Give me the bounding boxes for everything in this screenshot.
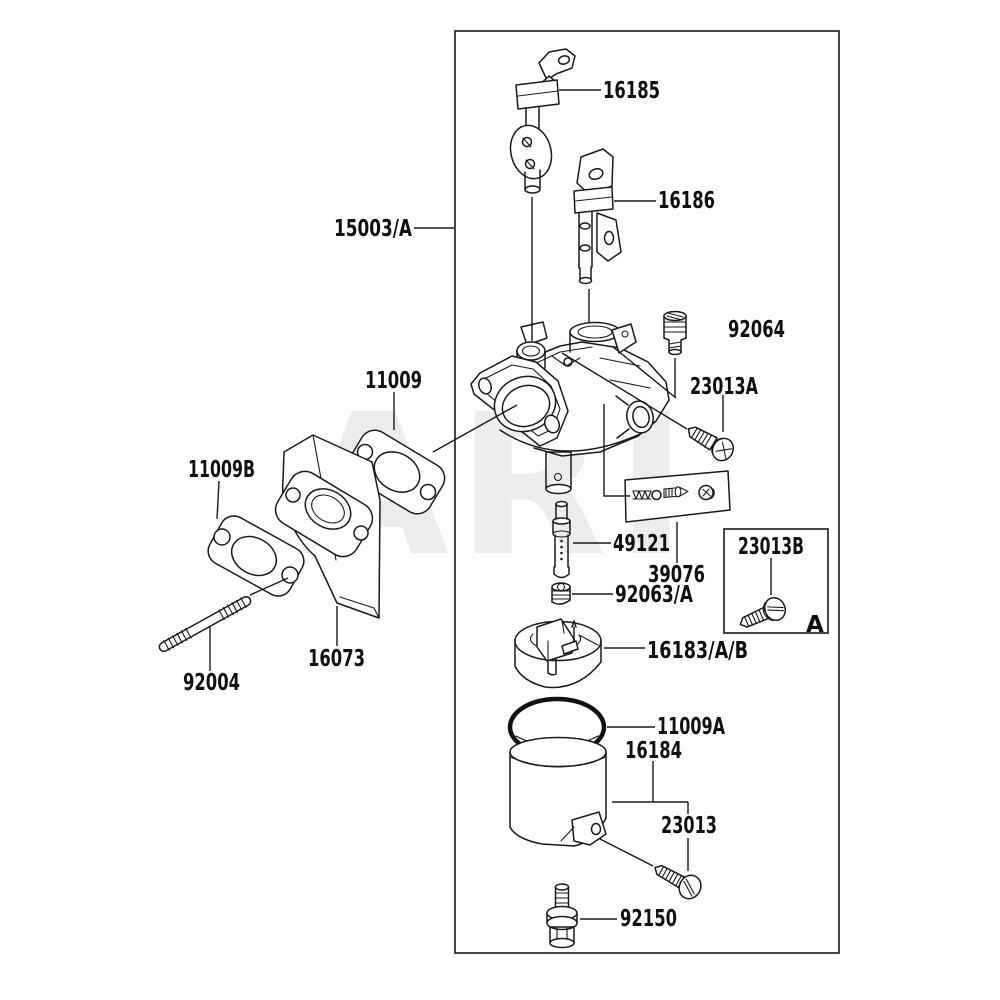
screw-head: [763, 596, 787, 622]
label-39076: 39076: [648, 562, 705, 588]
label-16186: 16186: [658, 188, 715, 214]
part-insulator-16073: [274, 434, 381, 619]
part-throttle-shaft-16186: [573, 148, 622, 285]
label-15003a: 15003/A: [334, 216, 412, 242]
leader-kit-to-carb: [603, 404, 630, 497]
part-carburetor-body: [470, 321, 670, 495]
part-pan-screw-23013b: [739, 596, 787, 628]
leader-16184-23013: [612, 761, 689, 871]
label-16183ab: 16183/A/B: [647, 638, 748, 664]
leader-bowl-to-screw: [599, 838, 654, 867]
leader-92064: [561, 345, 688, 430]
part-float-16183: [514, 618, 602, 689]
leader-gasket-to-carb: [432, 404, 518, 453]
label-11009a: 11009A: [657, 714, 725, 740]
label-92063a: 92063/A: [615, 582, 693, 608]
label-92004: 92004: [183, 670, 240, 696]
part-idle-screw-92064: [663, 310, 687, 356]
part-main-nozzle-49121: [552, 500, 571, 579]
label-92150: 92150: [620, 906, 677, 932]
part-needle-kit-39076: [624, 470, 731, 523]
label-23013: 23013: [661, 813, 717, 839]
label-92064: 92064: [728, 317, 785, 343]
label-11009: 11009: [365, 368, 422, 394]
leader-gasket-to-stud: [249, 577, 289, 596]
leader-lines: [209, 89, 772, 920]
choke-plate: [509, 124, 553, 180]
label-11009b: 11009B: [188, 457, 255, 483]
part-drain-screw-92150: [546, 883, 578, 949]
screw-head: [711, 437, 735, 462]
label-16073: 16073: [308, 646, 365, 672]
choke-bore-tower: [516, 341, 546, 361]
label-49121: 49121: [613, 531, 670, 557]
kit-spring: [632, 490, 652, 500]
part-pan-screw-23013a: [687, 426, 735, 462]
label-16185: 16185: [603, 78, 660, 104]
part-gasket-11009: [346, 429, 446, 515]
part-stud-92004: [158, 595, 252, 653]
part-number-labels: 16185 16186 15003/A 92064 23013A 11009 1…: [183, 78, 824, 932]
bowl-lug: [571, 811, 607, 846]
kit-needle-valve: [663, 486, 689, 499]
inset-detail-box: [723, 528, 829, 634]
part-main-jet-92063: [551, 582, 571, 605]
part-pan-screw-23013: [654, 864, 702, 900]
inset-frame: [723, 528, 829, 634]
label-16184: 16184: [625, 738, 682, 764]
inset-corner-letter: A: [806, 612, 824, 638]
label-23013a: 23013A: [690, 374, 758, 400]
label-23013b: 23013B: [738, 534, 804, 560]
assembly-frame-box: [454, 30, 840, 954]
part-float-bowl-16184: [509, 736, 607, 847]
part-choke-shaft-16185: [509, 48, 576, 194]
leader-11009b: [216, 480, 220, 520]
venturi-bore: [493, 375, 557, 433]
part-gasket-11009b: [207, 515, 305, 597]
